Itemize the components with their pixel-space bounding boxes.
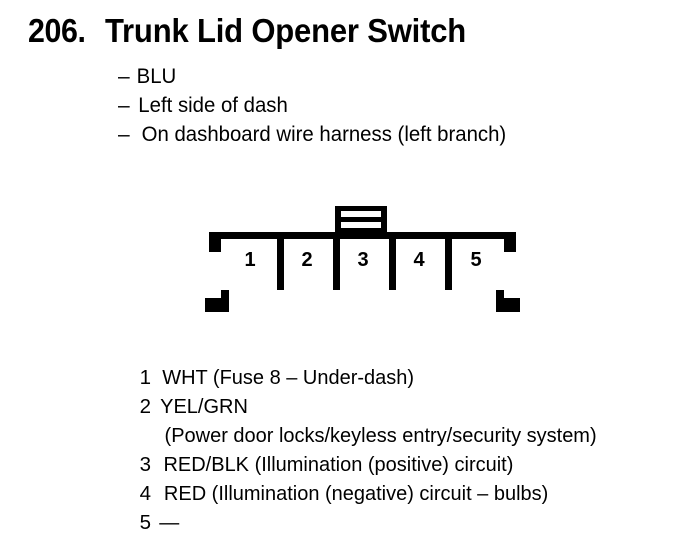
bullet-label: Left side of dash	[138, 94, 288, 117]
legend-pin-number: 2	[139, 395, 151, 418]
connector-diagram: 1 2 3 4 5	[190, 198, 535, 318]
legend-row: 5 —	[130, 508, 675, 537]
legend-pin-number: 3	[139, 453, 151, 476]
legend-pin-number: 4	[139, 482, 151, 505]
legend-row: 1 WHT (Fuse 8 – Under-dash)	[130, 363, 675, 392]
item-title: Trunk Lid Opener Switch	[104, 12, 466, 49]
legend-row-continuation: (Power door locks/keyless entry/security…	[130, 421, 675, 450]
bullet-dash-icon: –	[118, 94, 130, 117]
legend-pin-number: 1	[139, 366, 151, 389]
description-bullets: – BLU – Left side of dash – On dashboard…	[118, 62, 658, 149]
bullet-label: BLU	[136, 65, 177, 88]
legend-row: 2 YEL/GRN	[130, 392, 675, 421]
pin-number-2: 2	[301, 249, 312, 271]
legend-pin-description: RED/BLK (Illumination (positive) circuit…	[163, 453, 514, 476]
connector-pin-dividers	[277, 239, 452, 290]
bullet-item: – On dashboard wire harness (left branch…	[118, 120, 658, 149]
legend-pin-description: RED (Illumination (negative) circuit – b…	[163, 482, 549, 505]
legend-row: 4 RED (Illumination (negative) circuit –…	[130, 479, 675, 508]
pin-number-1: 1	[244, 249, 255, 271]
bullet-item: – BLU	[118, 62, 658, 91]
legend-pin-description-continued: (Power door locks/keyless entry/security…	[164, 424, 597, 447]
bullet-label: On dashboard wire harness (left branch)	[141, 123, 507, 146]
legend-pin-description: WHT (Fuse 8 – Under-dash)	[162, 366, 415, 389]
legend-pin-description: —	[159, 511, 180, 534]
pin-number-3: 3	[357, 249, 368, 271]
connector-pin-window	[221, 239, 504, 290]
legend-row: 3 RED/BLK (Illumination (positive) circu…	[130, 450, 675, 479]
bullet-dash-icon: –	[118, 123, 130, 146]
legend-pin-number: 5	[139, 511, 151, 534]
legend-pin-description: YEL/GRN	[160, 395, 248, 418]
connector-svg: 1 2 3 4 5	[205, 206, 520, 312]
item-number: 206.	[28, 12, 86, 49]
pin-number-5: 5	[470, 249, 481, 271]
page-title: 206. Trunk Lid Opener Switch	[28, 12, 489, 50]
connector-locking-tab	[335, 206, 387, 235]
pin-number-4: 4	[413, 249, 425, 271]
pin-legend: 1 WHT (Fuse 8 – Under-dash) 2 YEL/GRN (P…	[130, 363, 675, 537]
bullet-item: – Left side of dash	[118, 91, 658, 120]
bullet-dash-icon: –	[118, 65, 130, 88]
